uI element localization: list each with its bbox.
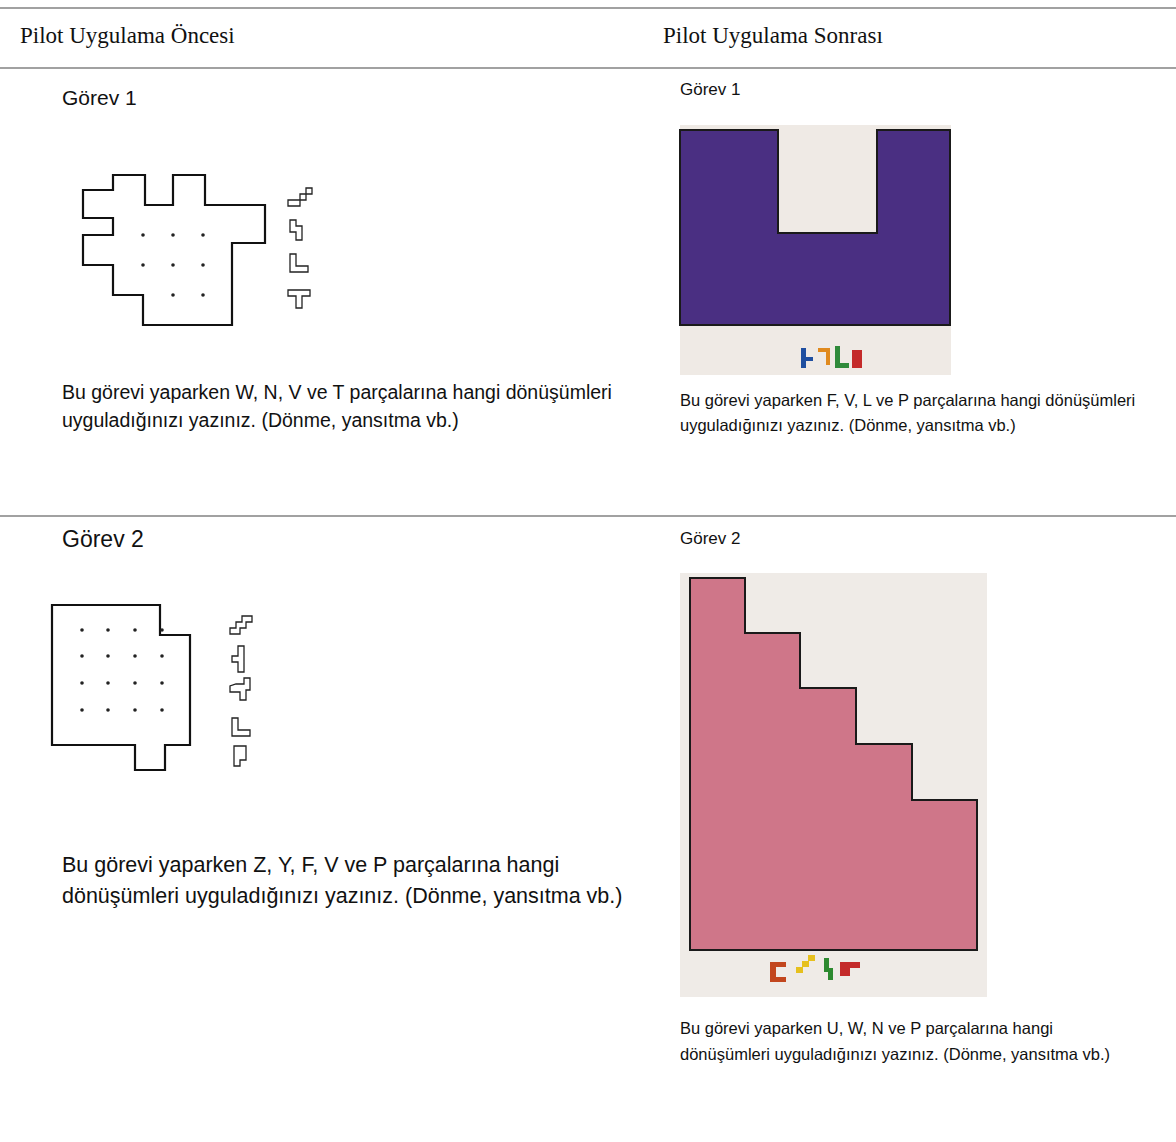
table-rules	[0, 8, 1176, 516]
task-heading: Görev 2	[680, 529, 880, 549]
table-rule	[0, 515, 1176, 516]
column-header: Pilot Uygulama Öncesi	[20, 22, 440, 50]
task-instruction: Bu görevi yaparken U, W, N ve P parçalar…	[680, 1016, 1140, 1067]
colored-pieces	[770, 955, 860, 982]
puzzle-photo	[680, 125, 951, 375]
task-instruction: Bu görevi yaparken F, V, L ve P parçalar…	[680, 388, 1150, 438]
puzzle-photo	[680, 573, 987, 997]
task-instruction: Bu görevi yaparken W, N, V ve T parçalar…	[62, 378, 622, 435]
puzzle-outline	[52, 605, 190, 770]
task-heading: Görev 2	[62, 526, 262, 554]
task-heading: Görev 1	[680, 80, 880, 100]
piece-icons	[288, 188, 312, 308]
colored-pieces	[801, 346, 862, 368]
table-rule	[0, 7, 1176, 8]
column-header: Pilot Uygulama Sonrası	[663, 22, 1083, 50]
task-instruction: Bu görevi yaparken Z, Y, F, V ve P parça…	[62, 850, 642, 912]
table-rule	[0, 67, 1176, 68]
puzzle-outline	[83, 175, 265, 325]
task-heading: Görev 1	[62, 85, 262, 110]
piece-icons	[230, 616, 252, 766]
